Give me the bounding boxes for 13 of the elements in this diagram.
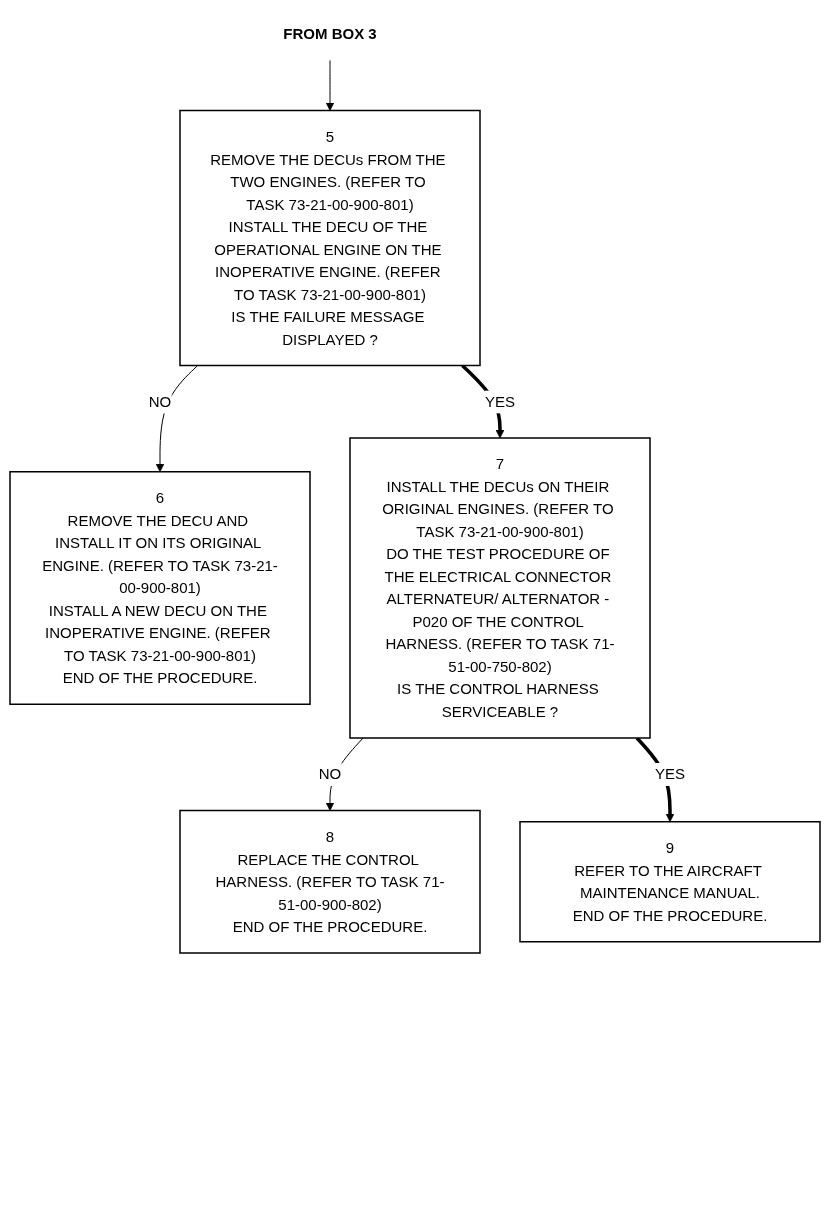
edge-label: YES	[654, 765, 686, 782]
arrow	[155, 365, 199, 473]
arrow	[325, 60, 335, 111]
node-box: 9 REFER TO THE AIRCRAFT MAINTENANCE MANUAL. END OF THE PROCEDURE.	[519, 821, 821, 943]
edge-label: NO	[148, 392, 172, 410]
edge-label: YES	[484, 392, 516, 410]
edge-label: NO	[318, 765, 342, 782]
arrow	[325, 737, 364, 811]
node-box: 5 REMOVE THE DECUs FROM THE TWO ENGINES. (REFER TO TASK 73-21-00-900-801) INSTALL THE DECU OF THE OPERATIONAL ENGINE ON THE INOPERATIVE ENGINE. (REFER TO TASK 73-21-00-900-801) IS THE FAILURE MESSAGE DISPLAYED ?	[179, 109, 481, 367]
node-box: 6 REMOVE THE DECU AND INSTALL IT ON ITS ORIGINAL ENGINE. (REFER TO TASK 73-21-00-900-801) INSTALL A NEW DECU ON THE INOPERATIVE ENGINE. (REFER TO TASK 73-21-00-900-801) END OF THE PROCEDURE.	[9, 471, 311, 705]
node-box: 7 INSTALL THE DECUs ON THEIR ORIGINAL ENGINES. (REFER TO TASK 73-21-00-900-801) DO THE TEST PROCEDURE OF THE ELECTRICAL CONNECTOR ALTERNATEUR/ ALTERNATOR - P020 OF THE CONTROL HARNESS. (REFER TO TASK 71-51-00-750-802) IS THE CONTROL HARNESS SERVICEABLE ?	[349, 437, 651, 739]
node-text: FROM BOX 3	[283, 25, 377, 42]
node-box: 8 REPLACE THE CONTROL HARNESS. (REFER TO TASK 71-51-00-900-802) END OF THE PROCEDURE.	[179, 809, 481, 954]
